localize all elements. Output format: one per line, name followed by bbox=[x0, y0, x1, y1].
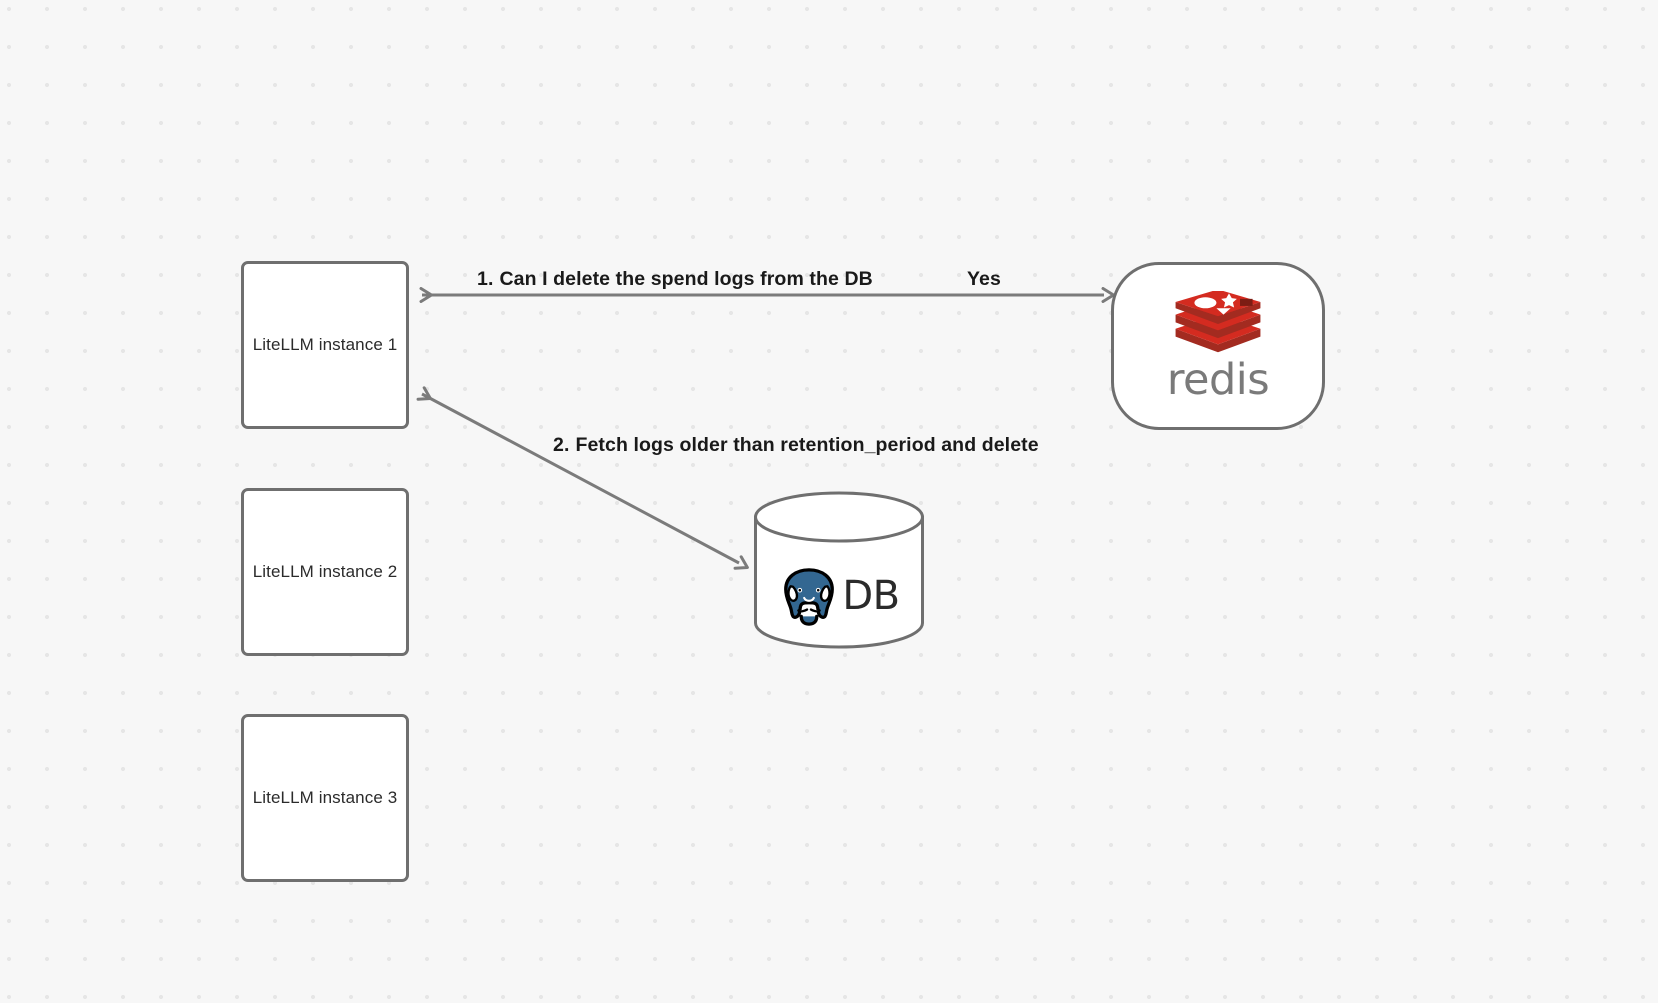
edge-label-step-2: 2.Fetch logs older than retention_period… bbox=[553, 434, 1039, 457]
database-label: DB bbox=[842, 573, 900, 619]
edge-label-text-1: Can I delete the spend logs from the DB bbox=[499, 268, 873, 290]
node-litellm-instance-1[interactable]: LiteLLM instance 1 bbox=[241, 261, 409, 429]
node-litellm-instance-3[interactable]: LiteLLM instance 3 bbox=[241, 714, 409, 882]
node-litellm-instance-2[interactable]: LiteLLM instance 2 bbox=[241, 488, 409, 656]
node-label-instance-3: LiteLLM instance 3 bbox=[252, 788, 398, 807]
edge-step-number-2: 2. bbox=[553, 434, 570, 456]
edge-label-step-1: 1.Can I delete the spend logs from the D… bbox=[477, 268, 873, 291]
redis-wordmark: redis bbox=[1166, 354, 1270, 405]
node-label-instance-2: LiteLLM instance 2 bbox=[252, 562, 398, 581]
edge-label-text-2: Fetch logs older than retention_period a… bbox=[575, 434, 1039, 456]
node-label-instance-1: LiteLLM instance 1 bbox=[252, 335, 398, 354]
edge-step-number-1: 1. bbox=[477, 268, 494, 290]
postgresql-elephant-icon bbox=[784, 568, 835, 626]
node-database[interactable]: DB bbox=[753, 491, 925, 649]
edge-label-reply-yes: Yes bbox=[967, 268, 1001, 290]
node-redis[interactable]: redis bbox=[1111, 262, 1325, 430]
redis-logo-icon bbox=[1175, 290, 1261, 352]
